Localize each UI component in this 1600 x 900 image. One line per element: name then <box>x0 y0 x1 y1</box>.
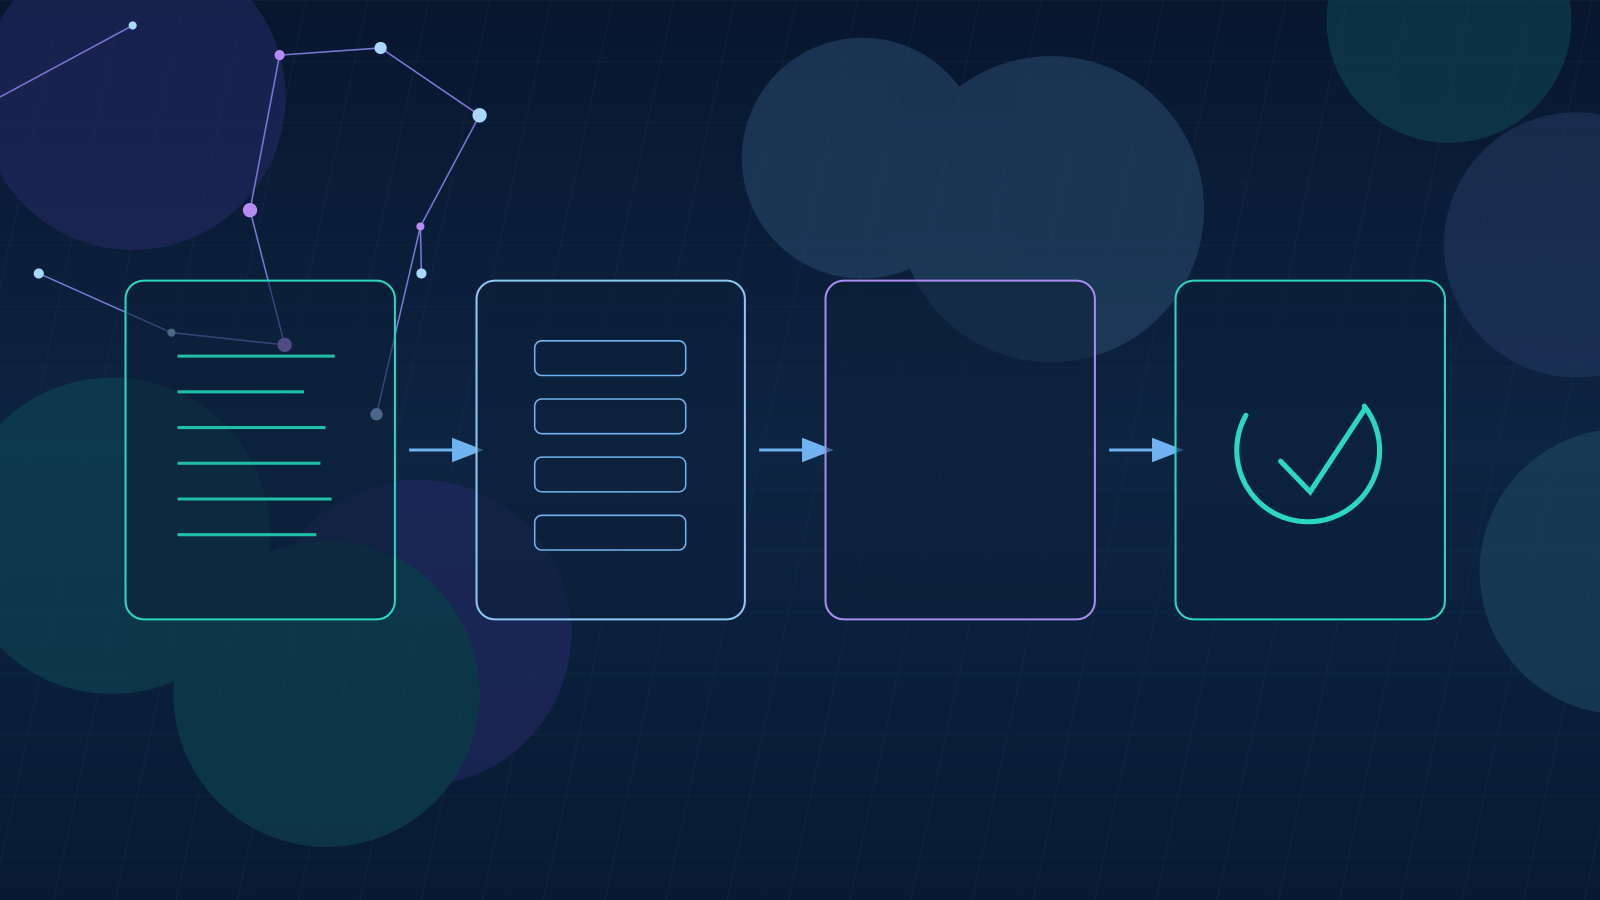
document-lines-icon <box>177 354 335 537</box>
stage-empty-panel <box>824 279 1096 621</box>
stage-list <box>475 279 746 621</box>
check-circle-icon <box>1234 403 1383 525</box>
arrow-right-icon <box>759 437 834 463</box>
arrow-right-icon <box>1109 437 1184 463</box>
stage-document <box>124 279 396 621</box>
arrow-right-icon <box>409 437 484 463</box>
list-rows-icon <box>533 340 687 551</box>
stage-complete <box>1174 279 1446 621</box>
